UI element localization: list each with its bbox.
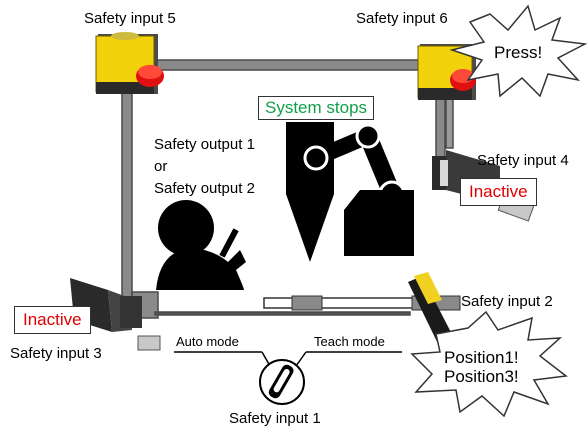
system-stops-label: System stops — [258, 96, 375, 120]
safety-input-6-label: Safety input 6 — [356, 10, 448, 27]
position3-text: Position3! — [444, 367, 519, 386]
mode-key-switch-icon[interactable] — [174, 351, 402, 405]
robot-arm-icon — [286, 122, 414, 262]
safety-input-2-label: Safety input 2 — [461, 293, 553, 310]
position-callout — [410, 310, 568, 418]
safety-output-1-label: Safety output 1 — [154, 136, 255, 153]
position1-text: Position1! — [444, 348, 519, 367]
teach-mode-label: Teach mode — [314, 334, 385, 349]
emergency-stop-icon[interactable] — [95, 32, 164, 94]
safety-input-3-label: Safety input 3 — [10, 345, 102, 362]
inactive-status-left: Inactive — [14, 306, 91, 334]
door-switch-icon — [70, 278, 161, 351]
safety-output-2-label: Safety output 2 — [154, 180, 255, 197]
safety-input-4-label: Safety input 4 — [477, 152, 569, 169]
press-callout — [449, 4, 587, 98]
operator-icon — [156, 200, 246, 290]
safety-input-1-label: Safety input 1 — [229, 410, 321, 427]
or-label: or — [154, 158, 168, 175]
auto-mode-label: Auto mode — [176, 334, 239, 349]
inactive-status-right: Inactive — [460, 178, 537, 206]
safety-input-5-label: Safety input 5 — [84, 10, 176, 27]
press-text: Press! — [494, 43, 543, 62]
safety-fence — [121, 59, 454, 319]
